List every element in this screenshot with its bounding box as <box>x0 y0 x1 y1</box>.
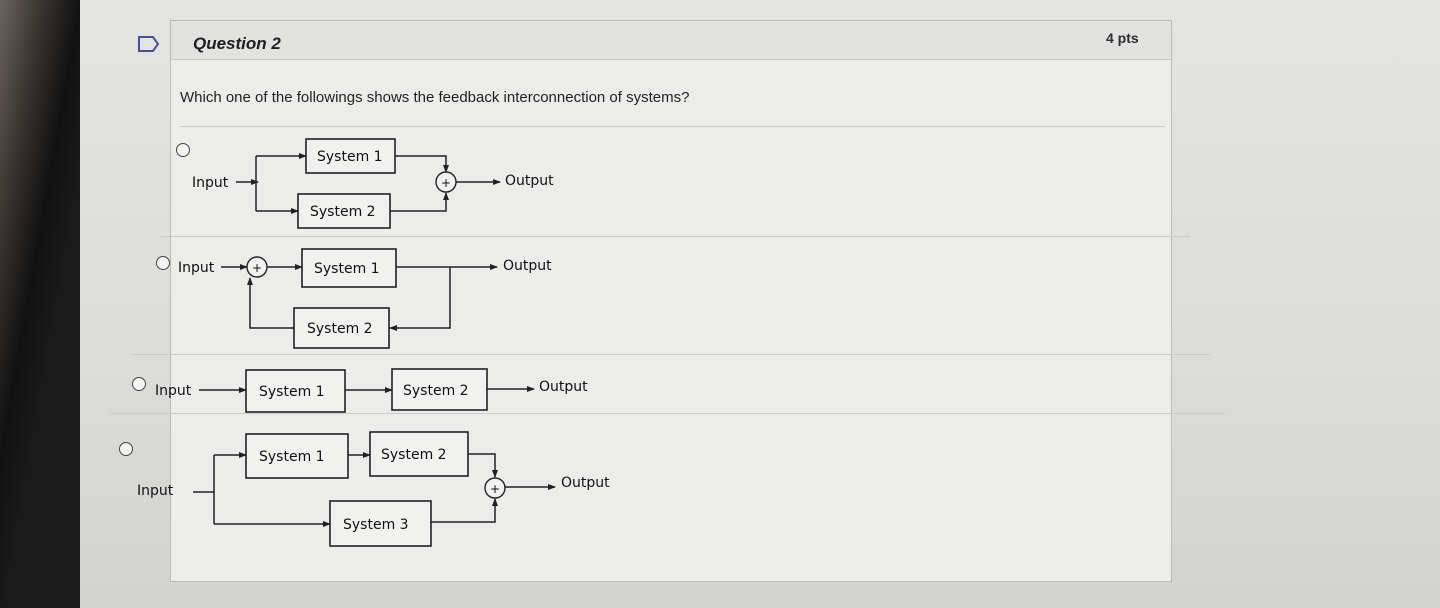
question-text: Which one of the followings shows the fe… <box>180 89 690 106</box>
output-label: Output <box>561 475 610 491</box>
system-3-label: System 3 <box>343 517 409 533</box>
option-b-diagram: Input + System 1 Output System 2 <box>178 248 552 349</box>
option-divider <box>180 126 1165 127</box>
question-header: Question 2 <box>171 21 1171 60</box>
question-card: Question 2 <box>170 20 1172 582</box>
flag-icon[interactable] <box>138 36 160 52</box>
option-c-radio[interactable] <box>132 377 146 391</box>
system-1-label: System 1 <box>259 449 325 465</box>
summing-junction <box>484 477 506 499</box>
option-divider <box>110 413 1225 414</box>
system-3-box <box>329 500 432 547</box>
system-2-label: System 2 <box>381 447 447 463</box>
option-divider <box>130 354 1210 355</box>
sum-symbol: + <box>490 482 500 496</box>
system-2-label: System 2 <box>403 383 469 399</box>
system-1-label: System 1 <box>259 384 325 400</box>
input-label: Input <box>192 175 229 191</box>
system-2-box <box>293 307 390 349</box>
system-1-label: System 1 <box>317 149 383 165</box>
system-1-box <box>305 138 396 174</box>
system-2-box <box>369 431 469 477</box>
question-points: 4 pts <box>1106 30 1139 46</box>
system-1-box <box>245 369 346 413</box>
system-2-box <box>297 193 391 229</box>
system-2-label: System 2 <box>307 321 373 337</box>
input-label: Input <box>178 260 215 276</box>
system-2-label: System 2 <box>310 204 376 220</box>
output-label: Output <box>505 173 554 189</box>
option-a-radio[interactable] <box>176 143 190 157</box>
option-divider <box>160 236 1190 237</box>
system-1-box <box>245 433 349 479</box>
question-title: Question 2 <box>193 34 281 53</box>
output-label: Output <box>539 379 588 395</box>
system-2-box <box>391 368 488 411</box>
option-d-radio[interactable] <box>119 442 133 456</box>
option-a-diagram: Input System 1 System 2 + Output <box>192 138 554 229</box>
input-label: Input <box>155 383 192 399</box>
input-label: Input <box>137 483 174 499</box>
system-1-label: System 1 <box>314 261 380 277</box>
output-label: Output <box>503 258 552 274</box>
sum-symbol: + <box>441 176 451 190</box>
option-b-radio[interactable] <box>156 256 170 270</box>
system-1-box <box>301 248 397 288</box>
option-c-diagram: Input System 1 System 2 Output <box>155 368 588 413</box>
sum-symbol: + <box>252 261 262 275</box>
option-d-diagram: Input System 1 System 2 System 3 + Outpu… <box>137 431 610 547</box>
